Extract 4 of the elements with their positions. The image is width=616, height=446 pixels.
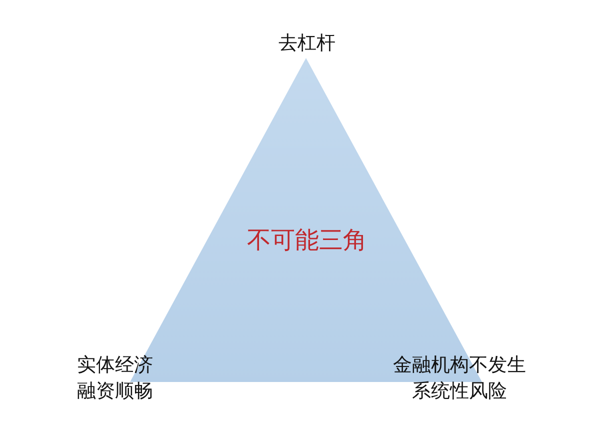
corner-label: 金融机构不发生系统性风险 xyxy=(392,353,527,404)
center-label: 不可能三角 xyxy=(246,225,368,256)
corner-label: 实体经济融资顺畅 xyxy=(76,353,154,404)
corner-label: 去杠杆 xyxy=(278,31,336,56)
